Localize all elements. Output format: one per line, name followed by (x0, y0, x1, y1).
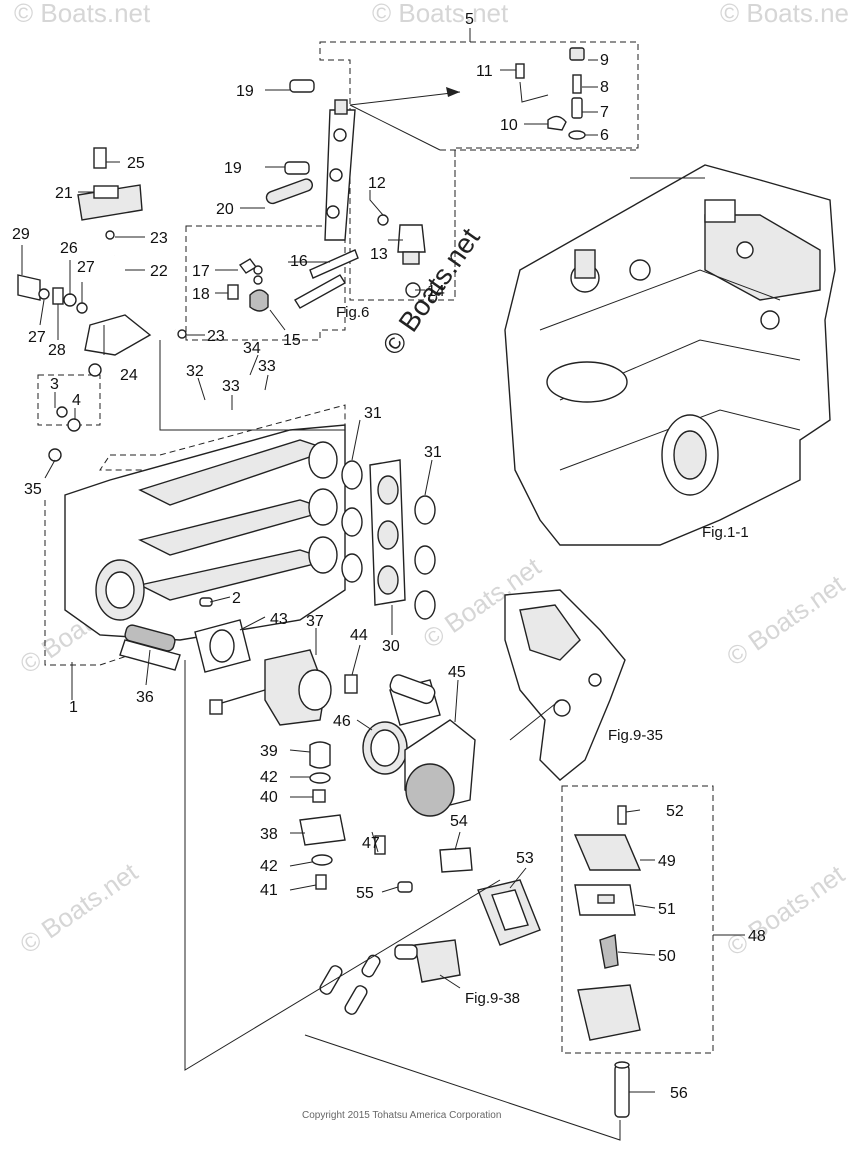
leader-lines (21, 28, 745, 1141)
fuel-rail-assembly (227, 47, 586, 312)
fig-9-38-label[interactable]: Fig.9-38 (465, 990, 520, 1007)
callout-3: 3 (50, 376, 59, 393)
callout-8: 8 (600, 79, 609, 96)
callout-50: 50 (658, 948, 676, 965)
callout-43: 43 (270, 611, 288, 628)
callout-45: 45 (448, 664, 466, 681)
watermark: © Boats.net (721, 569, 849, 672)
callout-28: 28 (48, 342, 66, 359)
callout-5: 5 (465, 11, 474, 28)
callout-31: 31 (424, 444, 442, 461)
callout-44: 44 (350, 627, 368, 644)
callout-4: 4 (72, 392, 81, 409)
engine-block (504, 164, 836, 546)
callout-32: 32 (186, 363, 204, 380)
callout-31: 31 (364, 405, 382, 422)
watermark: © Boats.net (372, 0, 509, 28)
callout-6: 6 (600, 127, 609, 144)
callout-16: 16 (290, 253, 308, 270)
callout-41: 41 (260, 882, 278, 899)
callout-36: 36 (136, 689, 154, 706)
callout-7: 7 (600, 104, 609, 121)
watermark: © Boats.net (721, 859, 849, 962)
callout-53: 53 (516, 850, 534, 867)
callout-23: 23 (150, 230, 168, 247)
callout-51: 51 (658, 901, 676, 918)
callout-19: 19 (224, 160, 242, 177)
callout-38: 38 (260, 826, 278, 843)
callout-33: 33 (222, 378, 240, 395)
callout-48: 48 (748, 928, 766, 945)
callout-24: 24 (120, 367, 138, 384)
callout-34: 34 (243, 340, 261, 357)
callout-9: 9 (600, 52, 609, 69)
callout-52: 52 (666, 803, 684, 820)
callout-10: 10 (500, 117, 518, 134)
mount-cover (397, 847, 541, 946)
watermark: © Boats.net (14, 0, 151, 28)
callout-numbers: 1 2 3 4 5 6 7 8 9 10 11 12 13 14 15 16 1… (12, 11, 766, 1102)
callout-29: 29 (12, 226, 30, 243)
callout-19: 19 (236, 83, 254, 100)
callout-1: 1 (69, 699, 78, 716)
callout-12: 12 (368, 175, 386, 192)
vent-valve-assembly (124, 624, 461, 1015)
throttle-body-assembly (194, 619, 358, 890)
callout-14: 14 (427, 283, 445, 300)
fig-1-1-label[interactable]: Fig.1-1 (702, 524, 749, 541)
callout-2: 2 (232, 590, 241, 607)
ecu-assembly (573, 805, 642, 1118)
callout-15: 15 (283, 332, 301, 349)
callout-39: 39 (260, 743, 278, 760)
callout-30: 30 (382, 638, 400, 655)
callout-47: 47 (362, 835, 380, 852)
callout-20: 20 (216, 201, 234, 218)
callout-42: 42 (260, 858, 278, 875)
callout-55: 55 (356, 885, 374, 902)
callout-18: 18 (192, 286, 210, 303)
map-sensor-assembly (17, 147, 187, 377)
callout-37: 37 (306, 613, 324, 630)
callout-17: 17 (192, 263, 210, 280)
fig-6-label[interactable]: Fig.6 (336, 304, 369, 321)
callout-56: 56 (670, 1085, 688, 1102)
callout-23: 23 (207, 328, 225, 345)
engine-bracket (504, 589, 626, 781)
callout-11: 11 (476, 63, 493, 80)
callout-35: 35 (24, 481, 42, 498)
callout-22: 22 (150, 263, 168, 280)
callout-13: 13 (370, 246, 388, 263)
callout-27: 27 (28, 329, 46, 346)
figure-references: Fig.1-1 Fig.6 Fig.9-35 Fig.9-38 (336, 304, 749, 1007)
callout-33: 33 (258, 358, 276, 375)
copyright-text: Copyright 2015 Tohatsu America Corporati… (302, 1110, 501, 1121)
watermark: © Boats.net (720, 0, 849, 28)
callout-21: 21 (55, 185, 73, 202)
callout-54: 54 (450, 813, 468, 830)
callout-40: 40 (260, 789, 278, 806)
callout-25: 25 (127, 155, 145, 172)
fig-9-35-label[interactable]: Fig.9-35 (608, 727, 663, 744)
intake-manifold (48, 406, 346, 671)
callout-42: 42 (260, 769, 278, 786)
manifold-gaskets (341, 459, 436, 620)
callout-46: 46 (333, 713, 351, 730)
callout-26: 26 (60, 240, 78, 257)
callout-27: 27 (77, 259, 95, 276)
watermark: © Boats.net (14, 856, 143, 959)
callout-49: 49 (658, 853, 676, 870)
